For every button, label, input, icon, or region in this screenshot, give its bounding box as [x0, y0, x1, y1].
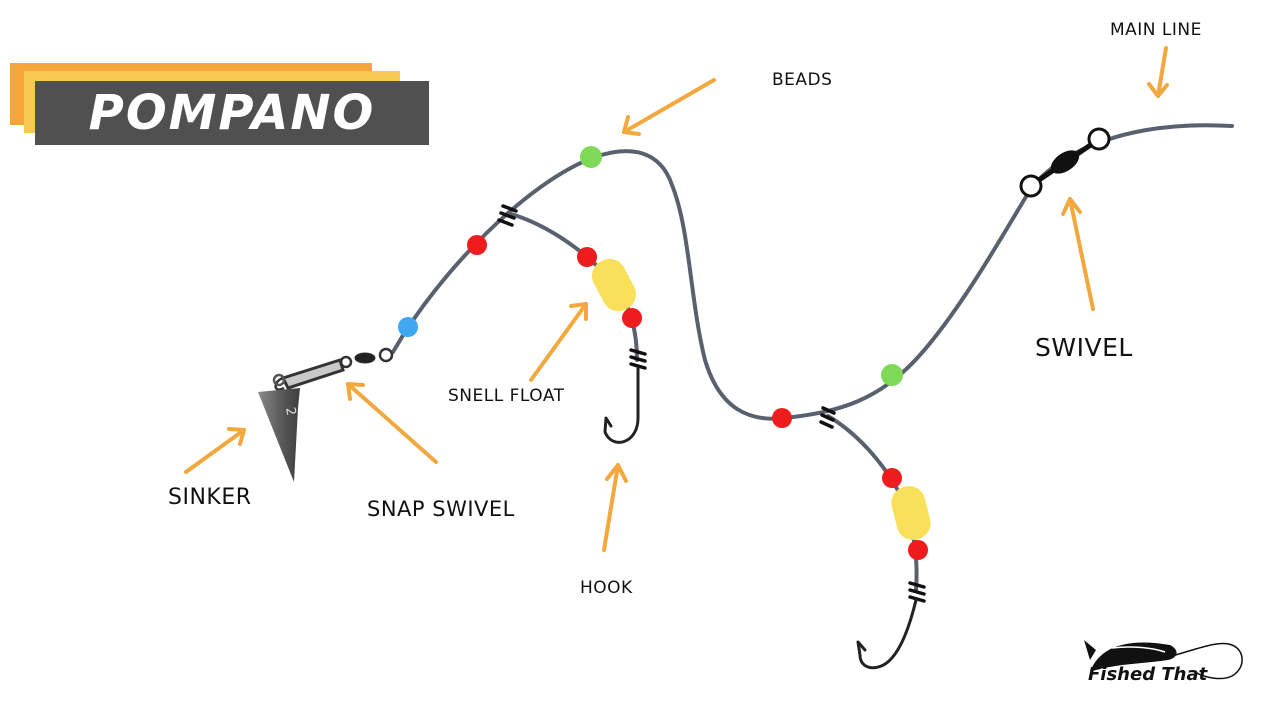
title-banner: POMPANO RIG [10, 63, 430, 205]
pyramid-sinker: 2 [258, 373, 300, 482]
arrow-snap-swivel [346, 382, 438, 464]
fished-that-logo-text: Fished That [1088, 664, 1208, 685]
bead-red-dropper-1-bottom [622, 308, 642, 328]
dropper-knot-2 [819, 406, 836, 429]
label-snell-float: SNELL FLOAT [448, 386, 565, 406]
hook-2 [856, 598, 918, 670]
fished-that-logo-mark [1084, 640, 1243, 680]
arrow-swivel [1061, 197, 1095, 311]
hook-1 [603, 366, 640, 444]
snell-float-2 [891, 486, 931, 540]
dropper-knot-1 [497, 204, 518, 227]
page-title: POMPANO RIG [35, 81, 429, 205]
label-beads: BEADS [772, 70, 833, 90]
snell-float-1 [591, 258, 637, 312]
label-hook: HOOK [580, 578, 633, 598]
label-sinker: SINKER [168, 485, 252, 510]
barrel-swivel [1019, 127, 1111, 198]
bead-blue [398, 317, 418, 337]
bead-red-main-1 [467, 235, 487, 255]
bead-green-right [881, 364, 903, 386]
bead-green-top [580, 146, 602, 168]
bead-red-dropper-2-bottom [908, 540, 928, 560]
main-line [391, 123, 1234, 421]
bead-red-main-2 [772, 408, 792, 428]
arrow-snell-float [529, 302, 588, 382]
label-main-line: MAIN LINE [1110, 20, 1202, 40]
sinker-weight-mark: 2 [282, 406, 298, 417]
bead-red-dropper-2-top [882, 468, 902, 488]
arrow-sinker [184, 427, 246, 474]
label-swivel: SWIVEL [1035, 333, 1133, 362]
snap-swivel [274, 347, 394, 391]
snell-wrap-1 [629, 348, 647, 370]
arrow-hook [602, 463, 628, 552]
arrow-beads [622, 78, 716, 136]
snell-wrap-2 [908, 581, 926, 603]
label-snap-swivel: SNAP SWIVEL [367, 497, 515, 521]
arrow-main-line [1147, 46, 1169, 98]
bead-red-dropper-1-top [577, 247, 597, 267]
